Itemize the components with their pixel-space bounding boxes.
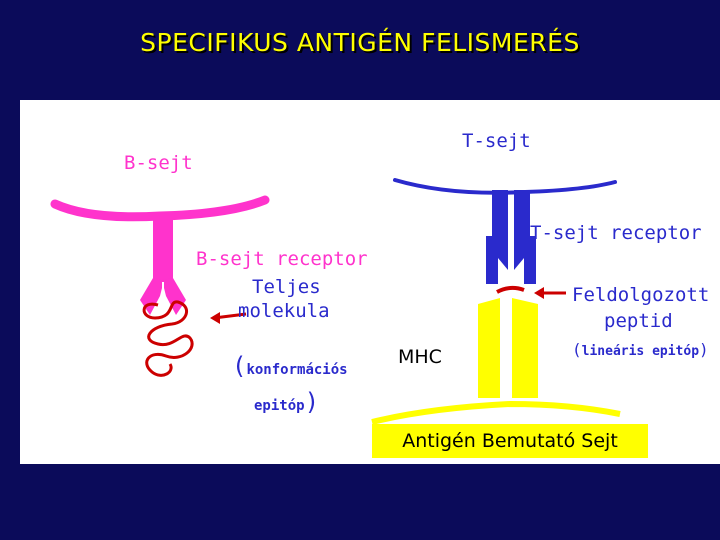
processed-peptide-label-line1: Feldolgozott [572,284,709,306]
b-cell-label: B-sejt [124,152,193,174]
conformational-epitope-text-2: epitóp [254,398,305,414]
b-cell-receptor-stalk [153,212,173,280]
whole-molecule-label-line2: molekula [238,300,330,322]
conformational-epitope-text: konformációs [246,362,347,378]
whole-molecule-label-line1: Teljes [252,276,321,298]
linear-epitope-text: lineáris epitóp [582,344,699,359]
mhc-label: MHC [398,346,442,368]
whole-antigen-molecule [144,302,192,375]
t-cell-receptor-label: T-sejt receptor [530,222,702,244]
b-cell-receptor-arm-right [162,278,186,315]
apc-label-box: Antigén Bemutató Sejt [372,424,648,458]
apc-label: Antigén Bemutató Sejt [402,430,618,452]
b-cell-receptor-label: B-sejt receptor [196,248,368,270]
processed-peptide-label-line2: peptid [604,310,673,332]
apc-membrane [372,404,620,422]
conformational-epitope-line1: (konformációs [232,352,348,380]
mhc-chain-right [512,298,538,398]
mhc-chain-left [478,298,500,398]
linear-epitope-label: (lineáris epitóp) [572,340,709,359]
t-cell-label: T-sejt [462,130,531,152]
conformational-epitope-line2: epitóp) [254,388,319,416]
processed-peptide [497,288,524,292]
